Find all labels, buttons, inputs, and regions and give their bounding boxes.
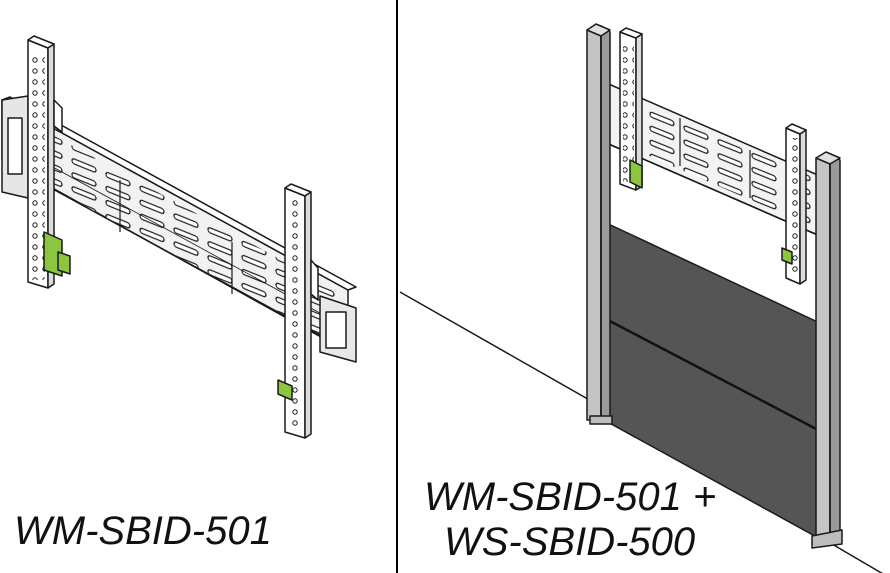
caption-right-line2: WS-SBID-500 [444, 520, 696, 564]
caption-left: WM-SBID-501 [14, 509, 272, 553]
wall-stand-with-bracket-icon [399, 23, 883, 573]
caption-right-line1: WM-SBID-501 + [424, 475, 717, 519]
wall-mount-bracket-icon [1, 35, 357, 439]
